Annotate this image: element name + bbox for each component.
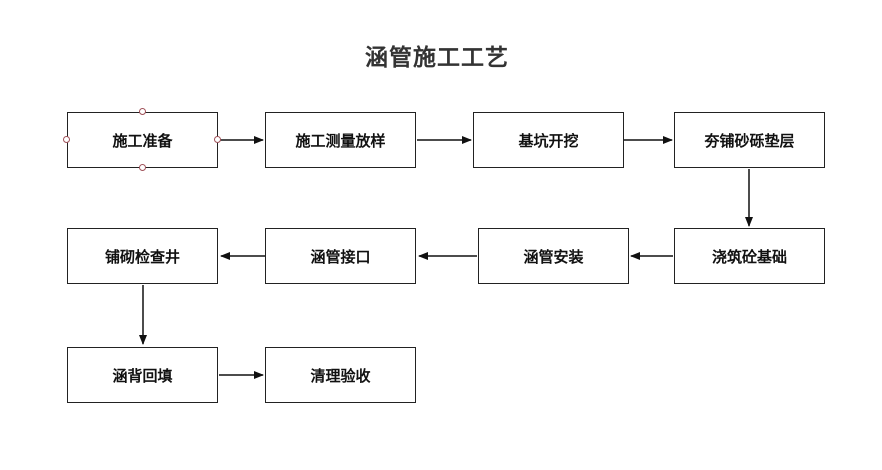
step-label-1: 施工准备: [112, 131, 173, 150]
step-box-1[interactable]: 施工准备: [67, 112, 218, 168]
diagram-title: 涵管施工工艺: [365, 45, 509, 71]
step-label-9: 涵背回填: [112, 366, 173, 385]
step-label-5: 浇筑砼基础: [711, 247, 787, 266]
step-label-2: 施工测量放样: [295, 131, 386, 150]
step-label-4: 夯铺砂砾垫层: [704, 131, 795, 150]
selection-handle-top[interactable]: [139, 108, 146, 115]
step-box-2[interactable]: 施工测量放样: [265, 112, 416, 168]
step-box-10[interactable]: 清理验收: [265, 347, 416, 403]
step-box-9[interactable]: 涵背回填: [67, 347, 218, 403]
step-box-7[interactable]: 涵管接口: [265, 228, 416, 284]
step-label-6: 涵管安装: [523, 247, 584, 266]
step-box-5[interactable]: 浇筑砼基础: [674, 228, 825, 284]
step-box-8[interactable]: 铺砌检查井: [67, 228, 218, 284]
step-label-3: 基坑开挖: [518, 131, 579, 150]
selection-handle-bottom[interactable]: [139, 164, 146, 171]
step-label-10: 清理验收: [310, 366, 371, 385]
step-box-4[interactable]: 夯铺砂砾垫层: [674, 112, 825, 168]
step-box-3[interactable]: 基坑开挖: [473, 112, 624, 168]
step-label-8: 铺砌检查井: [104, 247, 180, 266]
step-box-6[interactable]: 涵管安装: [478, 228, 629, 284]
selection-handle-left[interactable]: [63, 136, 70, 143]
step-label-7: 涵管接口: [310, 247, 371, 266]
selection-handle-right[interactable]: [214, 136, 221, 143]
